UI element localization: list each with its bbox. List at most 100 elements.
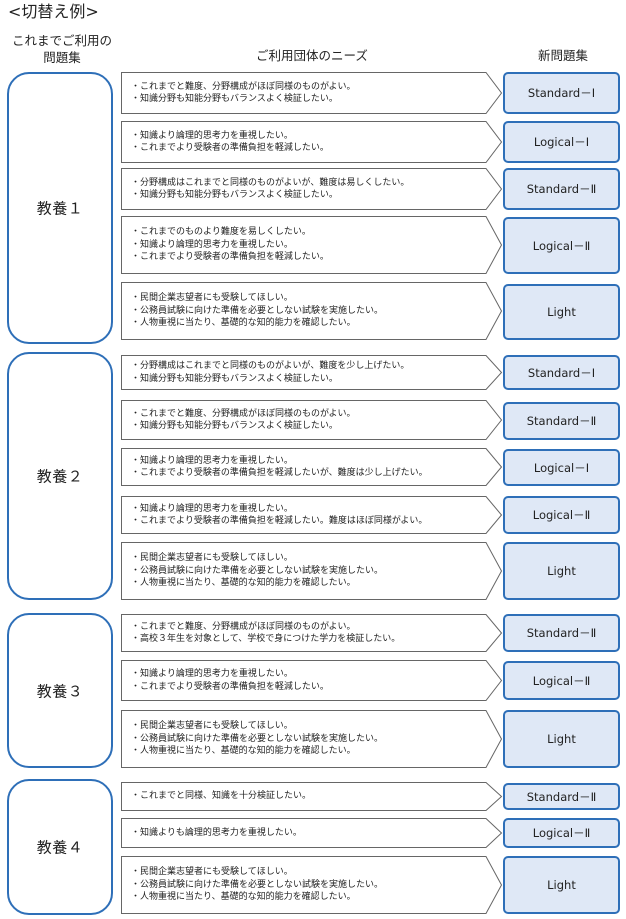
need-line: ・これまでと難度、分野構成がほぼ同様のものがよい。 [131,81,356,92]
need-line: ・人物重視に当たり、基礎的な知的能力を確認したい。 [131,746,356,757]
need-arrow: ・知識より論理的思考力を重視したい。・これまでより受験者の準備負担を軽減したい。… [121,496,503,534]
need-line: ・これまでより受験者の準備負担を軽減したい。 [131,681,329,692]
need-line: ・これまでより受験者の準備負担を軽減したいが、難度は少し上げたい。 [131,468,428,478]
group-box-4: 教養４ [7,779,113,915]
need-line: ・公務員試験に向けた準備を必要としない試験を実施したい。 [131,879,384,890]
arrow-outline [121,282,503,340]
arrow-shape [121,496,503,534]
arrow-outline [121,400,503,440]
need-arrow: ・民間企業志望者にも受験してほしい。・公務員試験に向けた準備を必要としない試験を… [121,856,503,914]
arrow-outline [121,542,503,600]
header-new: 新問題集 [537,48,588,63]
need-line: ・これまでと難度、分野構成がほぼ同様のものがよい。 [131,408,356,419]
need-line: ・公務員試験に向けた準備を必要としない試験を実施したい。 [131,305,384,316]
new-question-set-box: Standard－Ⅱ [503,402,620,440]
new-question-set-box: Light [503,856,620,914]
need-text: ・これまでと難度、分野構成がほぼ同様のものがよい。・高校３年生を対象として、学校… [131,614,480,652]
new-question-set-box: Light [503,542,620,600]
need-line: ・高校３年生を対象として、学校で身につけた学力を検証したい。 [131,634,401,644]
need-line: ・知識より論理的思考力を重視したい。 [131,239,293,250]
need-line: ・知識より論理的思考力を重視したい。 [131,669,293,679]
need-arrow: ・知識よりも論理的思考力を重視したい。 [121,818,503,848]
need-line: ・知識分野も知能分野もバランスよく検証したい。 [131,421,338,431]
arrow-shape [121,121,503,163]
need-line: ・これまでのものより難度を易しくしたい。 [131,227,311,238]
need-line: ・これまでと難度、分野構成がほぼ同様のものがよい。 [131,621,356,632]
need-text: ・知識よりも論理的思考力を重視したい。 [131,818,480,848]
arrow-shape [121,614,503,652]
arrow-outline [121,660,503,701]
need-arrow: ・知識より論理的思考力を重視したい。・これまでより受験者の準備負担を軽減したい。 [121,121,503,163]
need-line: ・民間企業志望者にも受験してほしい。 [131,867,293,878]
need-line: ・民間企業志望者にも受験してほしい。 [131,293,293,304]
arrow-shape [121,782,503,811]
need-line: ・分野構成はこれまでと同様のものがよいが、難度を少し上げたい。 [131,361,410,371]
new-question-set-box: Logical－Ⅱ [503,818,620,848]
new-question-set-box: Logical－Ⅰ [503,449,620,486]
arrow-shape [121,400,503,440]
new-question-set-box: Logical－Ⅰ [503,121,620,163]
need-arrow: ・分野構成はこれまでと同様のものがよいが、難度を少し上げたい。・知識分野も知能分… [121,355,503,390]
new-question-set-box: Light [503,284,620,340]
arrow-outline [121,168,503,210]
need-line: ・知識分野も知能分野もバランスよく検証したい。 [131,94,338,104]
need-arrow: ・民間企業志望者にも受験してほしい。・公務員試験に向けた準備を必要としない試験を… [121,710,503,768]
arrow-shape [121,660,503,701]
arrow-shape [121,355,503,390]
need-text: ・知識より論理的思考力を重視したい。・これまでより受験者の準備負担を軽減したい。… [131,496,480,534]
need-arrow: ・これまでと同様、知識を十分検証したい。 [121,782,503,811]
need-line: ・知識分野も知能分野もバランスよく検証したい。 [131,190,338,200]
arrow-outline [121,216,503,274]
need-line: ・これまでと同様、知識を十分検証したい。 [131,791,312,802]
arrow-shape [121,448,503,486]
header-current-line2: 問題集 [43,50,81,65]
new-question-set-box: Standard－Ⅱ [503,614,620,652]
arrow-shape [121,542,503,600]
new-question-set-box: Standard－Ⅱ [503,168,620,210]
arrow-outline [121,710,503,768]
need-arrow: ・これまでと難度、分野構成がほぼ同様のものがよい。・知識分野も知能分野もバランス… [121,72,503,114]
arrow-outline [121,448,503,486]
arrow-shape [121,168,503,210]
new-question-set-box: Logical－Ⅱ [503,217,620,274]
need-text: ・民間企業志望者にも受験してほしい。・公務員試験に向けた準備を必要としない試験を… [131,542,480,600]
need-text: ・民間企業志望者にも受験してほしい。・公務員試験に向けた準備を必要としない試験を… [131,282,480,340]
need-text: ・これまでと難度、分野構成がほぼ同様のものがよい。・知識分野も知能分野もバランス… [131,72,480,114]
new-question-set-box: Logical－Ⅱ [503,496,620,534]
new-question-set-box: Standard－Ⅰ [503,72,620,114]
need-line: ・知識よりも論理的思考力を重視したい。 [131,827,302,838]
need-arrow: ・これまでと難度、分野構成がほぼ同様のものがよい。・知識分野も知能分野もバランス… [121,400,503,440]
need-arrow: ・分野構成はこれまでと同様のものがよいが、難度は易しくしたい。・知識分野も知能分… [121,168,503,210]
need-arrow: ・民間企業志望者にも受験してほしい。・公務員試験に向けた準備を必要としない試験を… [121,282,503,340]
need-line: ・民間企業志望者にも受験してほしい。 [131,721,293,732]
group-label: 教養４ [36,838,84,857]
arrow-outline [121,355,503,390]
need-text: ・知識より論理的思考力を重視したい。・これまでより受験者の準備負担を軽減したい。 [131,660,480,701]
need-text: ・分野構成はこれまでと同様のものがよいが、難度を少し上げたい。・知識分野も知能分… [131,355,480,390]
need-line: ・公務員試験に向けた準備を必要としない試験を実施したい。 [131,733,384,744]
need-line: ・知識より論理的思考力を重視したい。 [131,503,293,514]
arrow-shape [121,856,503,914]
need-arrow: ・知識より論理的思考力を重視したい。・これまでより受験者の準備負担を軽減したいが… [121,448,503,486]
need-line: ・民間企業志望者にも受験してほしい。 [131,553,293,564]
new-question-set-box: Standard－Ⅰ [503,355,620,390]
group-label: 教養１ [36,199,84,218]
need-text: ・これまでと同様、知識を十分検証したい。 [131,782,480,811]
arrow-outline [121,818,503,848]
group-box-2: 教養２ [7,352,113,600]
arrow-outline [121,614,503,652]
need-line: ・知識より論理的思考力を重視したい。 [131,455,293,466]
arrow-outline [121,782,503,811]
arrow-shape [121,216,503,274]
need-line: ・これまでより受験者の準備負担を軽減したい。 [131,143,329,153]
arrow-outline [121,496,503,534]
need-line: ・知識分野も知能分野もバランスよく検証したい。 [131,373,338,384]
arrow-outline [121,121,503,163]
need-line: ・これまでより受験者の準備負担を軽減したい。難度はほぼ同様がよい。 [131,516,428,526]
need-arrow: ・知識より論理的思考力を重視したい。・これまでより受験者の準備負担を軽減したい。 [121,660,503,701]
header-current-line1: これまでご利用の [11,33,112,48]
need-arrow: ・これまでのものより難度を易しくしたい。・知識より論理的思考力を重視したい。・こ… [121,216,503,274]
need-arrow: ・これまでと難度、分野構成がほぼ同様のものがよい。・高校３年生を対象として、学校… [121,614,503,652]
need-line: ・分野構成はこれまでと同様のものがよいが、難度は易しくしたい。 [131,177,410,188]
page-title: <切替え例> [8,2,99,21]
